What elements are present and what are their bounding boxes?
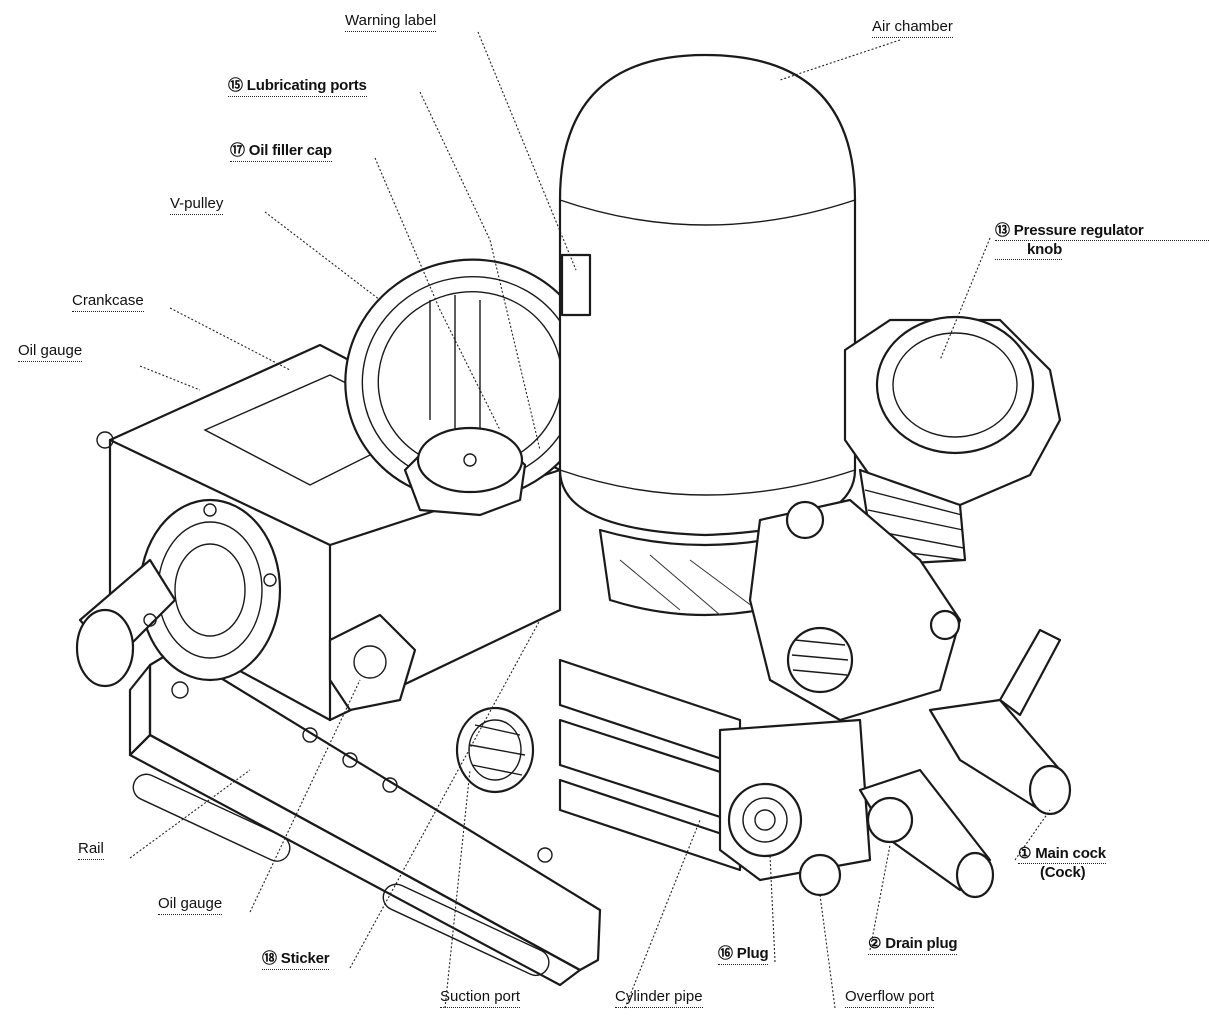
cock-lever <box>998 628 1062 717</box>
label-oil-gauge-top: Oil gauge <box>18 342 83 362</box>
cylinder-pipes <box>558 658 872 897</box>
main-cock <box>928 628 1072 816</box>
label-pressure-regulator-line1: ⑬ Pressure regulator <box>995 222 1209 241</box>
label-sticker: ⑱ Sticker <box>262 950 330 970</box>
label-warning-label: Warning label <box>345 12 437 32</box>
label-plug: ⑯ Plug <box>718 945 769 965</box>
label-pressure-regulator-line2: knob <box>995 241 1062 260</box>
label-lubricating-ports: ⑮ Lubricating ports <box>228 77 367 97</box>
label-suction-port: Suction port <box>440 988 521 1008</box>
suction-port-fitting <box>455 706 535 794</box>
label-main-cock-line1: ① Main cock <box>1018 845 1106 864</box>
label-overflow-port: Overflow port <box>845 988 935 1008</box>
label-oil-gauge-bottom: Oil gauge <box>158 895 223 915</box>
leader-lines <box>129 31 1051 1009</box>
label-v-pulley: V-pulley <box>170 195 224 215</box>
label-crankcase: Crankcase <box>72 292 144 312</box>
drain-valve <box>858 768 995 899</box>
label-pressure-regulator-knob: ⑬ Pressure regulator knob <box>995 222 1209 261</box>
oil-filler-cap <box>403 426 527 517</box>
label-main-cock: ① Main cock (Cock) <box>1018 845 1198 883</box>
overflow-nut <box>798 853 842 897</box>
pump-head <box>748 498 962 722</box>
label-main-cock-line2: (Cock) <box>1040 864 1086 881</box>
label-oil-filler-cap: ⑰ Oil filler cap <box>230 142 332 162</box>
label-cylinder-pipe: Cylinder pipe <box>615 988 703 1008</box>
label-drain-plug: ② Drain plug <box>868 935 958 955</box>
oil-gauge-window <box>328 613 417 712</box>
warning-sticker-shape <box>560 253 592 317</box>
label-rail: Rail <box>78 840 104 860</box>
label-air-chamber: Air chamber <box>872 18 953 38</box>
shaft-housing <box>75 498 282 699</box>
